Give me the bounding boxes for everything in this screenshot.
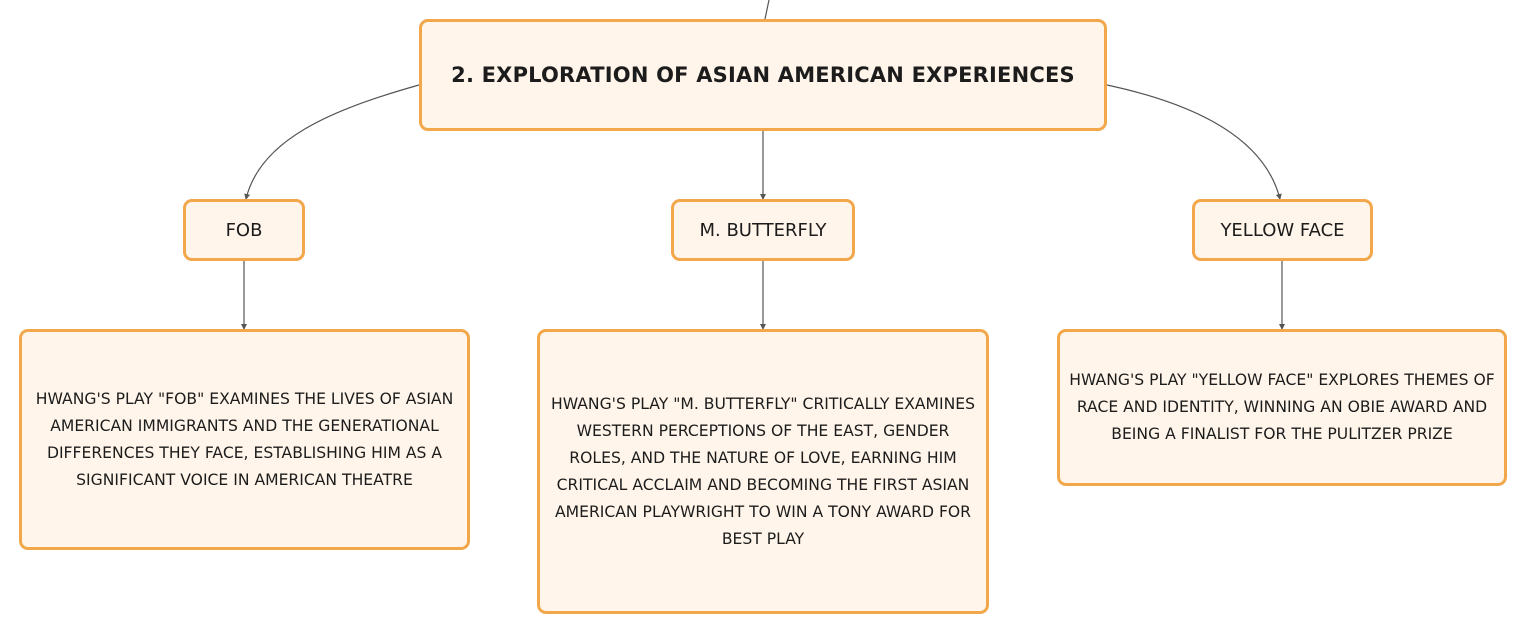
detail-text-m-butterfly: Hwang's play "M. Butterfly" critically e…: [550, 394, 976, 548]
branch-label-fob: FOB: [225, 219, 263, 241]
branch-node-fob[interactable]: FOB: [183, 199, 305, 261]
root-topic-node[interactable]: 2. Exploration of Asian American Experie…: [419, 19, 1107, 131]
root-topic-label: 2. Exploration of Asian American Experie…: [451, 63, 1075, 87]
branch-label-m-butterfly: M. Butterfly: [699, 219, 827, 241]
detail-node-yellow-face[interactable]: Hwang's play "Yellow Face" explores them…: [1057, 329, 1507, 486]
branch-node-yellow-face[interactable]: Yellow Face: [1192, 199, 1373, 261]
detail-node-fob[interactable]: Hwang's play "FOB" examines the lives of…: [19, 329, 470, 550]
branch-node-m-butterfly[interactable]: M. Butterfly: [671, 199, 855, 261]
connector-root-to-yellow-face: [1106, 84, 1282, 200]
branch-label-yellow-face: Yellow Face: [1220, 219, 1345, 241]
detail-text-fob: Hwang's play "FOB" examines the lives of…: [35, 389, 454, 489]
connector-parent-to-root: [764, 0, 770, 20]
detail-text-yellow-face: Hwang's play "Yellow Face" explores them…: [1069, 371, 1495, 443]
detail-node-m-butterfly[interactable]: Hwang's play "M. Butterfly" critically e…: [537, 329, 989, 614]
connector-root-to-fob: [244, 84, 420, 200]
